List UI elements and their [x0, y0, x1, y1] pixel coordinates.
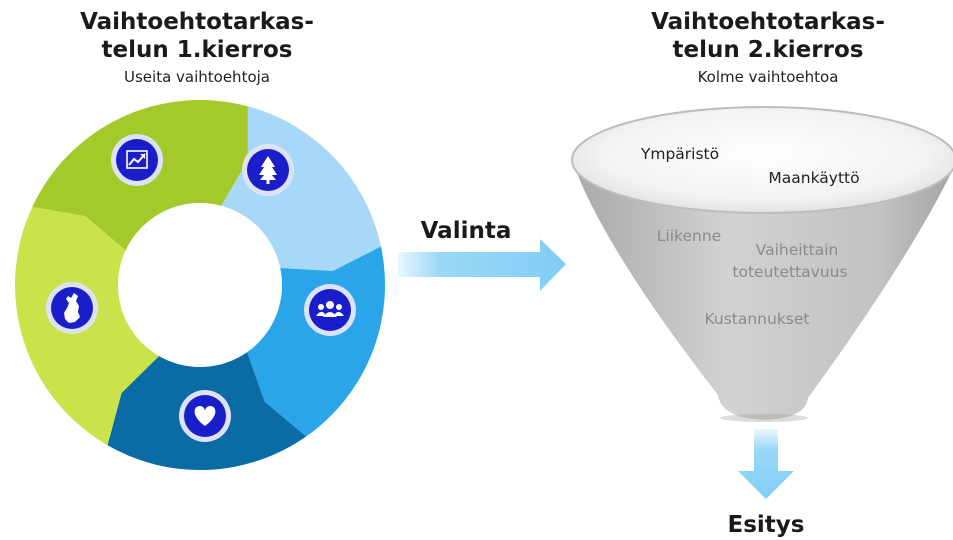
funnel-item-phased-line1: Vaiheittain [756, 241, 839, 259]
funnel-item-land-use: Maankäyttö [768, 169, 859, 187]
output-label: Esitys [728, 512, 805, 538]
funnel [571, 106, 953, 422]
funnel-item-traffic: Liikenne [657, 227, 721, 245]
funnel-item-costs: Kustannukset [704, 310, 809, 328]
people-group-icon [304, 284, 356, 336]
tree-icon [242, 144, 294, 196]
funnel-item-phased-line2: toteutettavuus [732, 263, 847, 281]
funnel-top [571, 106, 953, 214]
selection-arrow [398, 239, 566, 291]
left-subtitle: Useita vaihtoehtoja [124, 68, 270, 86]
heart-icon [179, 390, 231, 442]
right-title-line1: Vaihtoehtotarkas- [651, 9, 885, 35]
left-title-line2: telun 1.kierros [102, 37, 293, 63]
chart-up-icon [111, 134, 163, 186]
left-title-line1: Vaihtoehtotarkas- [80, 9, 314, 35]
right-title-line2: telun 2.kierros [673, 37, 864, 63]
finland-map-icon [46, 282, 98, 334]
output-arrow [738, 429, 794, 499]
ring-hole [118, 203, 282, 367]
selection-label: Valinta [421, 218, 512, 244]
funnel-item-environment: Ympäristö [640, 145, 719, 163]
right-subtitle: Kolme vaihtoehtoa [698, 68, 839, 86]
